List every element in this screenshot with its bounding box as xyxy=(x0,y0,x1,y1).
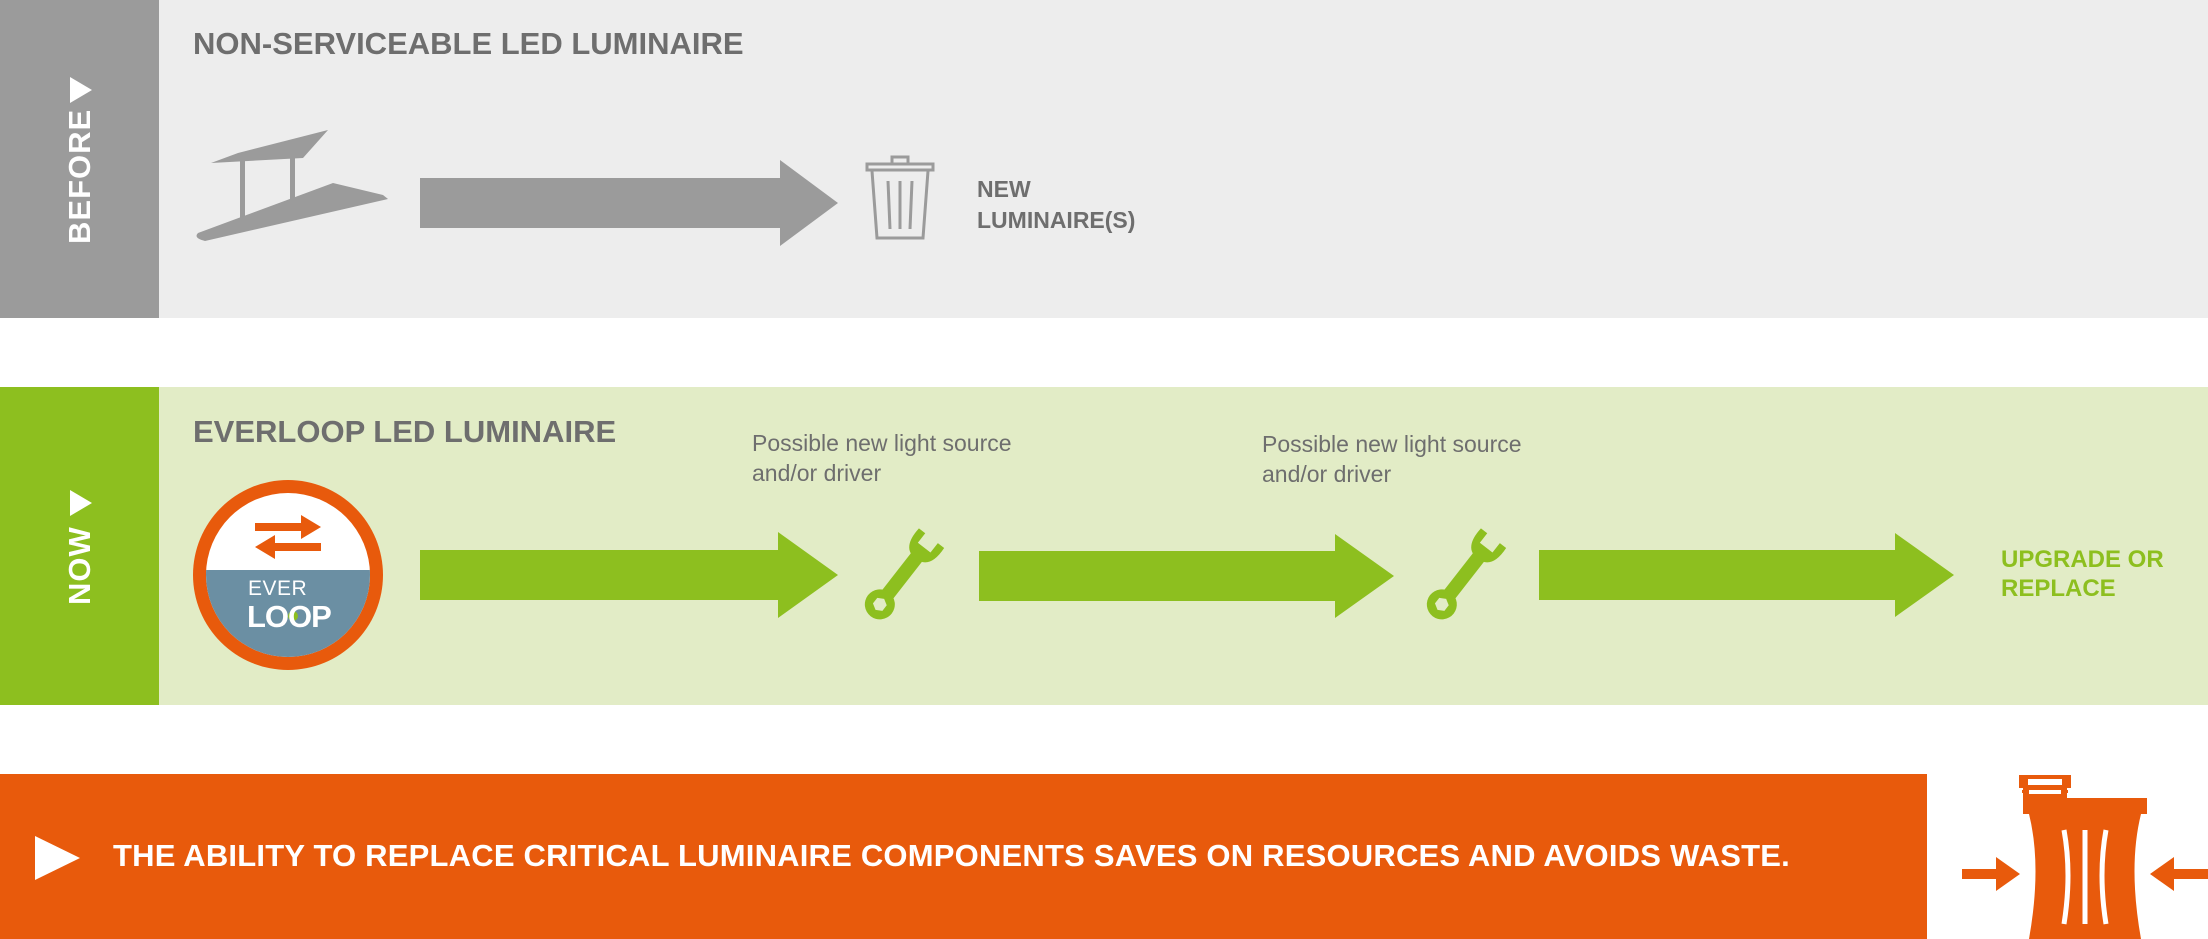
message-banner: THE ABILITY TO REPLACE CRITICAL LUMINAIR… xyxy=(0,774,1927,939)
now-tab-arrow-icon xyxy=(70,490,92,516)
play-icon xyxy=(35,836,80,880)
note-1: Possible new light source and/or driver xyxy=(752,430,1012,486)
before-tab-label: BEFORE xyxy=(62,108,97,244)
before-tab: BEFORE xyxy=(0,0,159,318)
now-tab-label: NOW xyxy=(62,526,97,605)
upgrade-or-replace-label: UPGRADE OR REPLACE xyxy=(2001,546,2164,602)
now-title: EVERLOOP LED LUMINAIRE xyxy=(193,414,617,449)
now-row: NOW EVERLOOP LED LUMINAIRE EVER LOOP Pos… xyxy=(0,387,2208,705)
now-arrow-1-icon xyxy=(420,532,838,618)
everloop-logo-icon: EVER LOOP xyxy=(193,480,383,670)
banner-text: THE ABILITY TO REPLACE CRITICAL LUMINAIR… xyxy=(113,838,1790,873)
before-title: NON-SERVICEABLE LED LUMINAIRE xyxy=(193,26,744,61)
luminaire-icon xyxy=(196,130,388,241)
now-arrow-2-icon xyxy=(979,534,1394,618)
wrench-2-icon xyxy=(1426,528,1507,620)
before-arrow-icon xyxy=(420,160,838,246)
note-2: Possible new light source and/or driver xyxy=(1262,431,1522,487)
trash-can-icon xyxy=(865,155,935,240)
wrench-1-icon xyxy=(864,528,945,620)
before-tab-arrow-icon xyxy=(70,77,92,103)
compressed-trash-icon xyxy=(1962,775,2208,939)
new-luminaires-label: NEW LUMINAIRE(S) xyxy=(977,176,1136,233)
logo-text-ever: EVER xyxy=(248,577,308,600)
now-tab: NOW xyxy=(0,387,159,705)
before-row: BEFORE NON-SERVICEABLE LED LUMINAIRE NEW… xyxy=(0,0,2208,318)
logo-text-loop: LOOP xyxy=(247,599,332,634)
now-arrow-3-icon xyxy=(1539,533,1954,617)
